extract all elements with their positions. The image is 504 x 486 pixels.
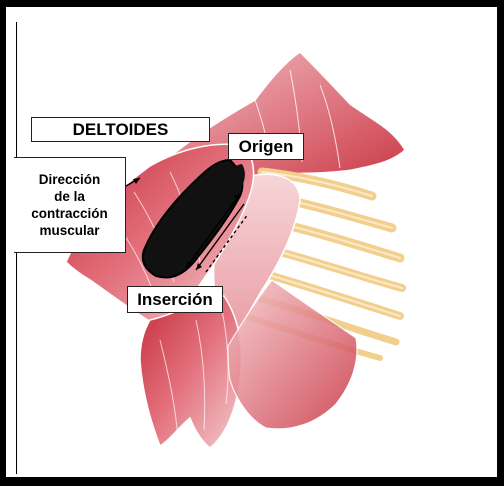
insertion-label: Inserción — [127, 286, 223, 313]
direction-label-line-4: muscular — [39, 222, 99, 239]
origin-label: Origen — [228, 133, 304, 160]
direction-label-line-1: Dirección — [39, 171, 101, 188]
direction-label-line-3: contracción — [31, 205, 108, 222]
muscle-title-label: DELTOIDES — [31, 117, 210, 142]
direction-label-line-2: de la — [54, 188, 85, 205]
contraction-direction-label: Dirección de la contracción muscular — [14, 157, 126, 253]
upper-arm — [140, 296, 241, 448]
